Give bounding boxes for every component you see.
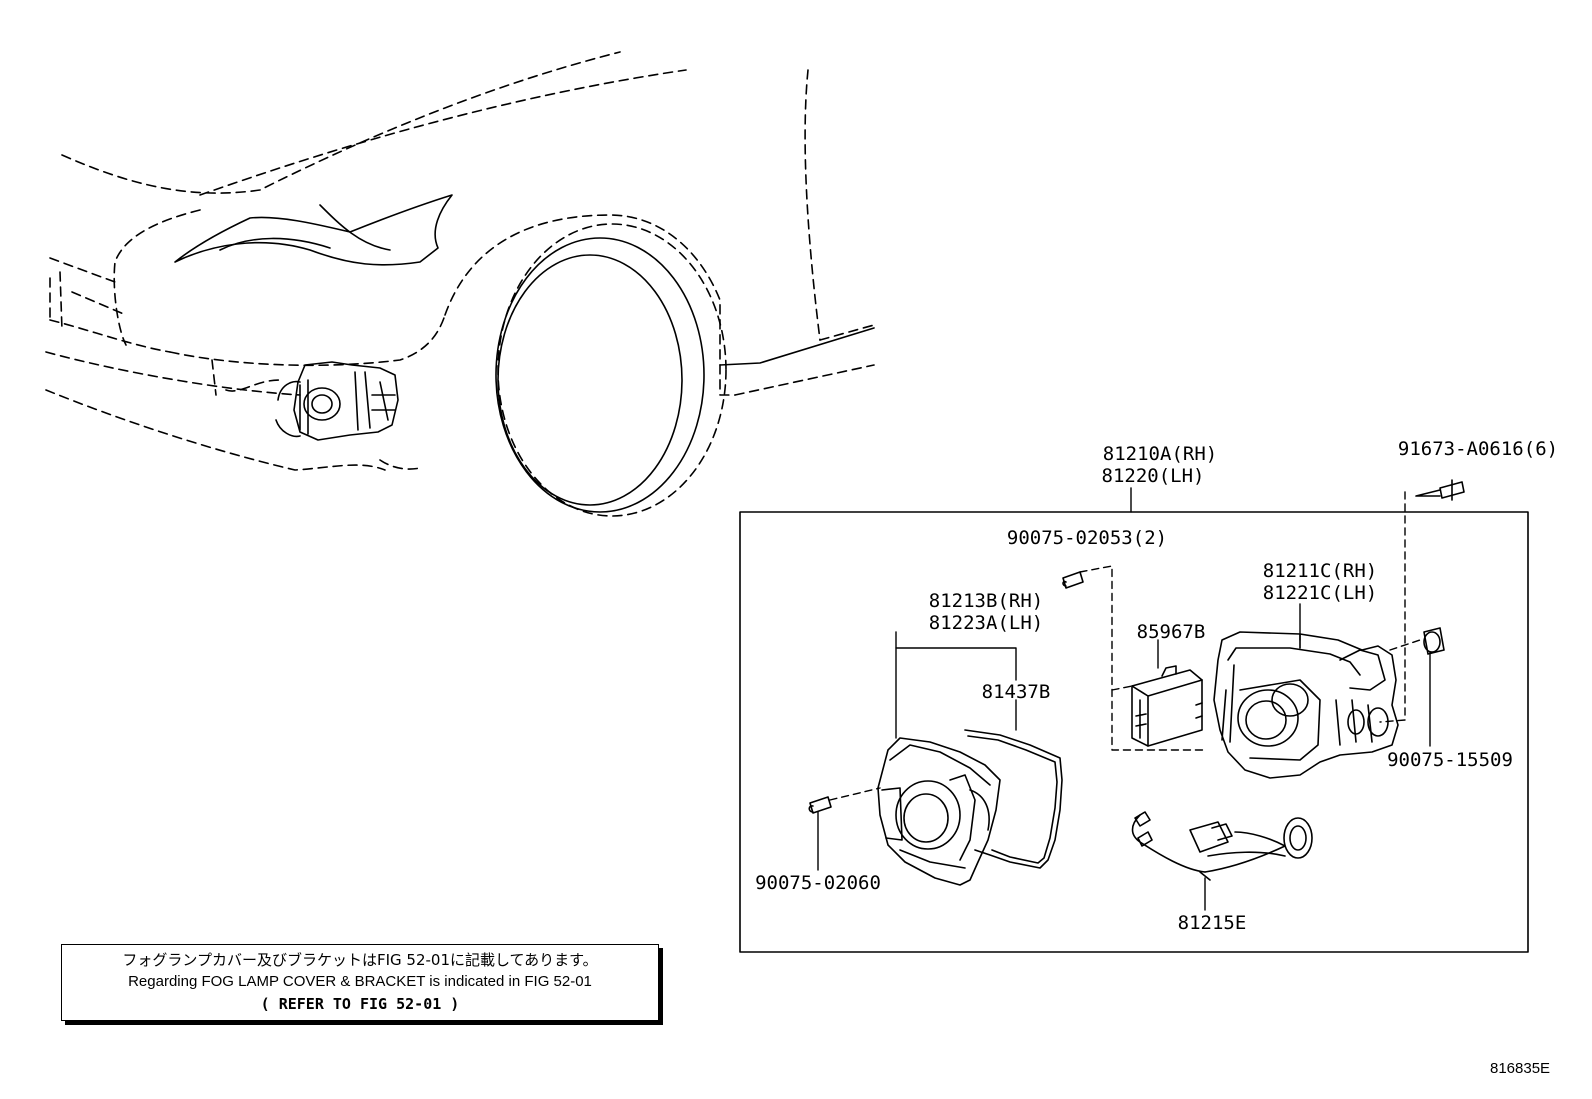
car-body-outline xyxy=(45,51,875,471)
label-unit-housing-rh: 81211C(RH) xyxy=(1262,560,1378,582)
note-japanese: フォグランプカバー及びブラケットはFIG 52-01に記載してあります。 xyxy=(122,951,598,969)
reflector-icon xyxy=(877,737,1001,886)
screw-top-icon xyxy=(1415,479,1465,501)
gasket-icon xyxy=(964,729,1063,869)
fog-lamp-on-car xyxy=(275,361,399,441)
label-screw-top: 91673-A0616(6) xyxy=(1397,438,1559,460)
leader-lines xyxy=(817,487,1431,911)
label-fog-lamp-lh: 81220(LH) xyxy=(1101,465,1205,487)
computer-module-icon xyxy=(1131,665,1203,747)
reference-note-box: フォグランプカバー及びブラケットはFIG 52-01に記載してあります。 Reg… xyxy=(61,944,659,1021)
figure-id: 816835E xyxy=(1490,1060,1551,1077)
unit-housing-icon xyxy=(1213,631,1399,779)
label-reflector-lh: 81223A(LH) xyxy=(928,612,1044,634)
label-screw-lower: 90075-02060 xyxy=(755,872,881,894)
label-unit-housing-lh: 81221C(LH) xyxy=(1262,582,1378,604)
label-cap: 90075-15509 xyxy=(1387,749,1513,771)
headlamp-outline xyxy=(174,194,453,266)
screw-lower-icon xyxy=(808,796,832,814)
label-fog-lamp-rh: 81210A(RH) xyxy=(1102,443,1218,465)
screw-upper-icon xyxy=(1062,571,1084,589)
front-wheel xyxy=(444,214,875,517)
label-reflector-rh: 81213B(RH) xyxy=(928,590,1044,612)
wire-harness-icon xyxy=(1131,811,1313,881)
label-screw-upper: 90075-02053(2) xyxy=(1006,527,1168,549)
assembly-frame xyxy=(739,511,1529,953)
label-gasket: 81437B xyxy=(981,681,1051,703)
label-computer: 85967B xyxy=(1136,621,1206,643)
note-refer: ( REFER TO FIG 52-01 ) xyxy=(260,995,460,1013)
cap-icon xyxy=(1423,627,1445,655)
label-wire: 81215E xyxy=(1177,912,1247,934)
note-english: Regarding FOG LAMP COVER & BRACKET is in… xyxy=(128,973,592,990)
